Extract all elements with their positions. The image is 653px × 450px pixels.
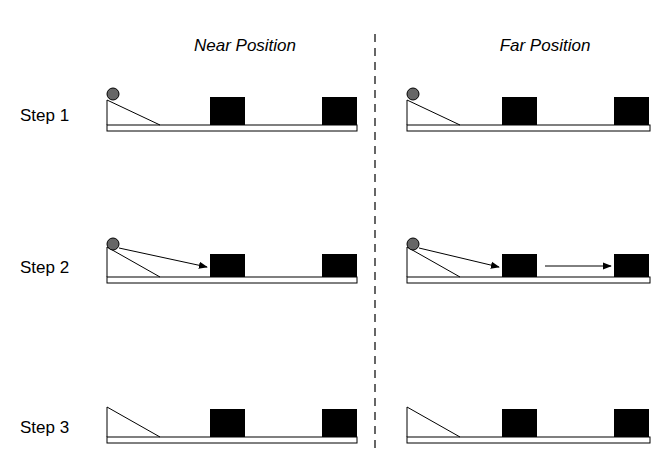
far-step-3: [407, 407, 650, 443]
column-heading: Far Position: [500, 36, 591, 56]
near-step-1: [107, 88, 357, 131]
divider-line: [374, 34, 375, 450]
column-heading: Near Position: [194, 36, 296, 56]
step-label: Step 3: [20, 418, 69, 438]
step-label: Step 2: [20, 258, 69, 278]
step-label: Step 1: [20, 106, 69, 126]
near-step-3: [107, 407, 357, 443]
far-step-1: [407, 88, 650, 131]
far-step-2: [407, 238, 650, 283]
near-step-2: [107, 238, 357, 283]
